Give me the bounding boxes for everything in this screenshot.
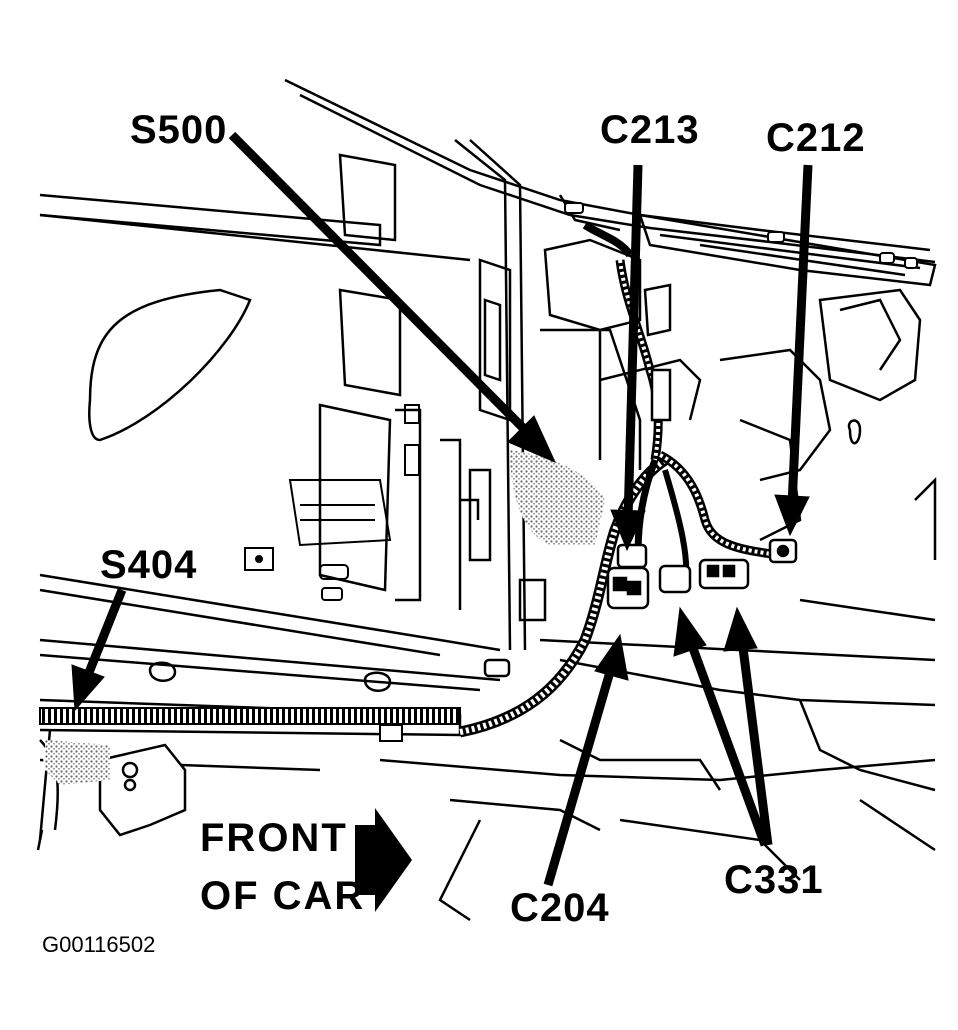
sill-harness-conduit [39, 707, 461, 725]
s404-leader-line [83, 588, 127, 677]
front-direction-arrow [355, 808, 412, 912]
s500-shaded-area [510, 450, 605, 545]
label-c213: C213 [600, 108, 700, 152]
rear-door-opening [39, 153, 501, 657]
rear-panel-details [244, 404, 420, 601]
c331-leader-line-b [737, 639, 773, 846]
label-c212: C212 [766, 116, 866, 160]
c331-arrowhead-a [673, 606, 707, 657]
c213-leader-line [623, 164, 643, 521]
roof-rail-holes [564, 202, 918, 269]
s404-shaded-area [45, 740, 110, 785]
c204-leader-line [543, 663, 617, 887]
label-c204: C204 [510, 886, 610, 930]
front-door-opening [539, 238, 937, 707]
c213-arrowhead [610, 509, 646, 552]
b-pillar [454, 139, 547, 651]
leader-arrows [71, 131, 813, 887]
connector-bodies [606, 283, 798, 610]
s500-arrowhead [507, 415, 556, 463]
harness-clip [379, 724, 403, 742]
front-of-car-line2: OF CAR [200, 874, 366, 918]
c331-arrowhead-b [723, 606, 758, 652]
label-c331: C331 [724, 858, 824, 902]
label-s404: S404 [100, 543, 198, 587]
s404-arrowhead [71, 664, 105, 712]
c212-leader-line [787, 164, 813, 506]
c331-leader-line-a [685, 638, 770, 847]
figure-id: G00116502 [42, 932, 156, 957]
c212-arrowhead [774, 494, 810, 537]
front-of-car-line1: FRONT [200, 816, 348, 860]
c204-arrowhead [594, 633, 629, 681]
label-s500: S500 [130, 108, 228, 152]
s500-leader-line [228, 131, 539, 444]
